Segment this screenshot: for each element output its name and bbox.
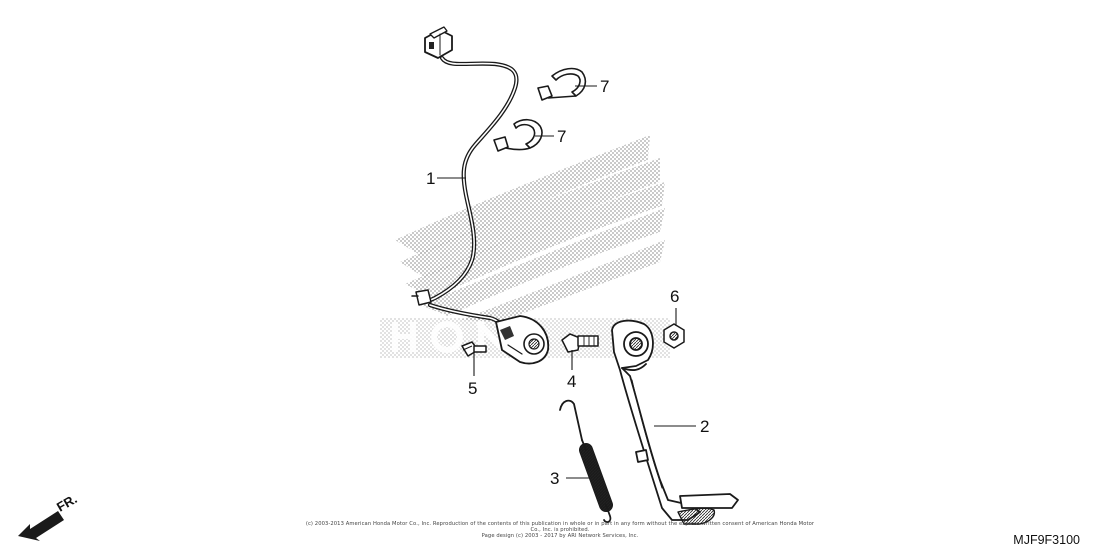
copyright-line-1: (c) 2003-2013 American Honda Motor Co., … — [305, 521, 815, 533]
side-stand-switch-harness — [411, 26, 550, 365]
copyright-notice: (c) 2003-2013 American Honda Motor Co., … — [300, 521, 820, 539]
callout-numbers: 1 2 3 4 5 6 7 7 — [426, 77, 709, 488]
callout-4: 4 — [567, 372, 576, 391]
callout-7-lower: 7 — [557, 127, 566, 146]
front-arrow-icon — [18, 511, 64, 541]
diagram-code: MJF9F3100 — [1013, 533, 1080, 547]
callout-3: 3 — [550, 469, 559, 488]
nut-6 — [663, 323, 685, 349]
front-label: FR. — [54, 491, 80, 514]
callout-7-upper: 7 — [600, 77, 609, 96]
wire-band-clip-lower — [493, 118, 543, 152]
side-stand-2 — [611, 319, 739, 525]
honda-wing-watermark — [380, 135, 670, 358]
spring-3 — [559, 399, 613, 523]
callout-6: 6 — [670, 287, 679, 306]
pivot-bolt-4 — [561, 333, 599, 353]
front-direction-indicator: FR. — [18, 491, 80, 541]
callout-2: 2 — [700, 417, 709, 436]
bolt-5 — [461, 341, 487, 357]
wire-band-clip-upper — [537, 67, 587, 101]
callout-1: 1 — [426, 169, 435, 188]
callout-leaders — [437, 85, 696, 479]
copyright-line-2: Page design (c) 2003 - 2017 by ARI Netwo… — [481, 533, 639, 539]
callout-5: 5 — [468, 379, 477, 398]
